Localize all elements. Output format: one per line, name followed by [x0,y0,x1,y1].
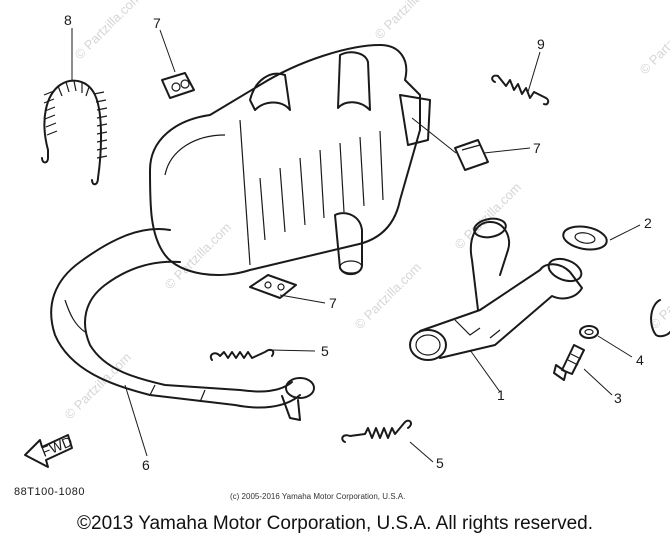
part-1-header [409,217,583,361]
part-9-spring [491,74,550,106]
callout-2: 2 [644,215,652,231]
callout-5-upper: 5 [321,343,329,359]
part-8-spring [41,79,108,186]
watermark: © Partzilla.com [162,220,235,293]
callout-6: 6 [142,457,150,473]
callout-8: 8 [64,12,72,28]
part-5-spring-upper [209,348,275,361]
watermark: © Partzilla.com [647,260,670,333]
watermark: © Partzilla.com [637,5,670,78]
callout-7-top: 7 [153,15,161,31]
watermark: © Partzilla.com [72,0,145,62]
callout-7-lower: 7 [329,295,337,311]
callout-4: 4 [636,352,644,368]
watermark: © Partzilla.com [372,0,445,42]
callout-3: 3 [614,390,622,406]
diagram-code: 88T100-1080 [14,486,85,498]
inner-copyright: (c) 2005-2016 Yamaha Motor Corporation, … [230,492,406,501]
callout-7-right: 7 [533,140,541,156]
fwd-arrow-icon: FWD [24,433,75,468]
part-7-damper-right [454,139,489,171]
callout-5-lower: 5 [436,455,444,471]
part-partial-right [650,299,670,338]
callout-1: 1 [497,387,505,403]
watermark: © Partzilla.com [352,260,425,333]
exhaust-parts-diagram: © Partzilla.com © Partzilla.com © Partzi… [24,0,670,473]
part-3-bolt [553,344,585,381]
part-6-exhaust-pipe [50,228,315,421]
callout-labels: 8 7 9 7 2 7 5 4 3 1 5 6 [64,12,652,473]
callout-9: 9 [537,36,545,52]
leader-lines [71,28,641,463]
part-2-gasket [562,225,608,251]
part-7-damper-lower [249,274,297,299]
part-5-spring-lower [341,419,412,443]
muffler [149,44,431,276]
part-7-damper-top [161,72,195,99]
part-4-washer [579,325,599,339]
watermark: © Partzilla.com [452,180,525,253]
footer-copyright: ©2013 Yamaha Motor Corporation, U.S.A. A… [77,513,593,534]
